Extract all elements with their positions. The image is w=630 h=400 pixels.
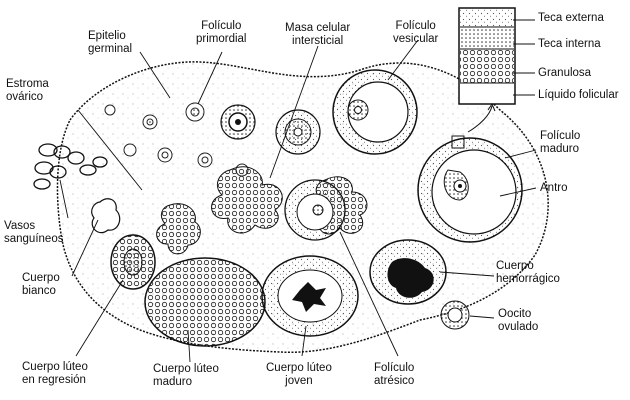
label-estroma-ovarico: Estroma ovárico: [6, 78, 49, 103]
label-cuerpo-luteo-maduro: Cuerpo lúteo maduro: [153, 363, 219, 388]
label-foliculo-maduro: Folículo maduro: [540, 130, 581, 155]
label-foliculo-primordial: Folículo primordial: [196, 20, 247, 45]
ovulated-oocyte: [440, 300, 470, 330]
growing-follicles: [220, 104, 321, 155]
label-granulosa: Granulosa: [538, 67, 592, 79]
corpus-albicans: [91, 198, 121, 234]
atretic-follicle: [284, 179, 346, 241]
label-teca-externa: Teca externa: [538, 12, 604, 24]
label-cuerpo-luteo-joven: Cuerpo lúteo joven: [266, 362, 332, 387]
label-cuerpo-luteo-en-regresion: Cuerpo lúteo en regresión: [22, 361, 88, 386]
label-teca-interna: Teca interna: [538, 38, 601, 50]
label-foliculo-atresico: Folículo atrésico: [374, 362, 415, 387]
label-vasos-sanguineos: Vasos sanguíneos: [4, 220, 64, 245]
label-oocito-ovulado: Oocito ovulado: [498, 308, 539, 333]
blood-vessels: [33, 143, 108, 190]
mature-corpus-luteum: [144, 257, 266, 347]
inset-box: [451, 7, 516, 149]
label-antro: Antro: [540, 182, 568, 194]
mature-follicle: [417, 137, 523, 243]
label-epitelio-germinal: Epitelio germinal: [88, 30, 133, 55]
label-cuerpo-hemorragico: Cuerpo hemorrágico: [496, 260, 560, 285]
leader-lines: [59, 19, 537, 363]
vesicular-follicle: [332, 69, 418, 155]
label-masa-celular-intersticial: Masa celular intersticial: [285, 22, 351, 47]
label-liquido-folicular: Líquido folicular: [538, 89, 619, 101]
label-foliculo-vesicular: Folículo vesicular: [393, 20, 439, 45]
label-cuerpo-blanco: Cuerpo bianco: [22, 272, 60, 297]
